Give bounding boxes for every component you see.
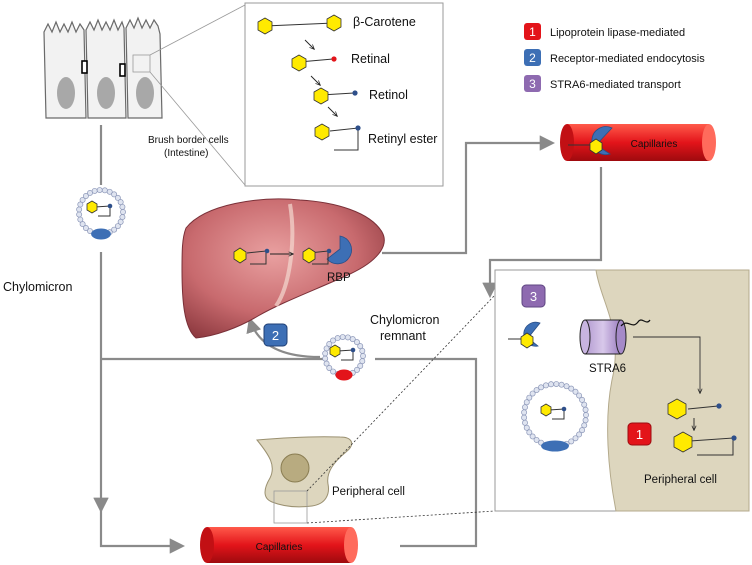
legend: 1 Lipoprotein lipase-mediated 2 Receptor… [524, 23, 705, 92]
inset-arrow-3 [327, 106, 337, 116]
legend-label-3: STRA6-mediated transport [550, 79, 681, 91]
inset-item-retinyl-ester: Retinyl ester [368, 132, 437, 146]
brush-border-label-line2: (Intestine) [164, 148, 208, 159]
capillaries-top-vessel [560, 124, 716, 161]
capillaries-bottom-vessel [200, 527, 358, 563]
retinoid-inset-box [244, 2, 444, 187]
inset-arrow-1 [304, 39, 314, 49]
legend-badge-2-num: 2 [529, 51, 536, 65]
legend-label-1: Lipoprotein lipase-mediated [550, 27, 685, 39]
rbp-retinol-complex [508, 321, 541, 349]
stra6-badge-num: 3 [530, 289, 537, 304]
peripheral-cell-label: Peripheral cell [332, 486, 405, 498]
legend-badge-3 [524, 75, 541, 92]
lipase-badge-num: 1 [636, 427, 643, 442]
liver [181, 198, 385, 339]
retinyl-ester-in-cell [673, 431, 737, 456]
receptor-endocytosis-badge-num: 2 [272, 328, 279, 343]
chylomicron-zoom-particle [521, 381, 589, 452]
stra6-label: STRA6 [589, 363, 626, 375]
zoom-line-top [306, 294, 496, 492]
stra6-receptor [579, 319, 651, 355]
peripheral-cell-zoom-body [595, 269, 750, 512]
capillaries-top-label: Capillaries [631, 139, 678, 150]
chylomicron-remnant-particle [322, 334, 366, 381]
stra6-to-retinol-arrow [633, 336, 700, 393]
legend-badge-1-num: 1 [529, 25, 536, 39]
peripheral-cell-zoom-label: Peripheral cell [644, 474, 717, 486]
chylomicron-particle [76, 187, 126, 240]
retinol-molecule [313, 87, 358, 105]
legend-label-2: Receptor-mediated endocytosis [550, 53, 705, 65]
stra6-badge [521, 284, 546, 308]
inset-item-beta-carotene: β-Carotene [353, 15, 416, 29]
retinal-molecule [291, 54, 337, 72]
lipase-badge [627, 422, 652, 446]
retinyl-ester-molecule [314, 123, 361, 151]
capillaries-bottom-label: Capillaries [256, 542, 303, 553]
beta-carotene-molecule [257, 14, 342, 35]
legend-badge-3-num: 3 [529, 77, 536, 91]
remnant-label-line2: remnant [380, 329, 426, 343]
inset-arrow-2 [310, 75, 320, 85]
chylomicron-label: Chylomicron [3, 280, 73, 294]
remnant-label-line1: Chylomicron [370, 313, 440, 327]
rbp-label: RBP [327, 272, 351, 284]
inset-item-retinol: Retinol [369, 88, 408, 102]
brush-border-label-line1: Brush border cells [148, 135, 229, 146]
inset-item-retinal: Retinal [351, 52, 390, 66]
zoom-line-bottom [306, 510, 496, 524]
brush-border-cells [43, 4, 246, 186]
legend-badge-2 [524, 49, 541, 66]
retinol-in-cell [667, 398, 722, 420]
legend-badge-1 [524, 23, 541, 40]
peripheral-cell-small [256, 436, 353, 524]
receptor-endocytosis-badge [263, 323, 288, 347]
